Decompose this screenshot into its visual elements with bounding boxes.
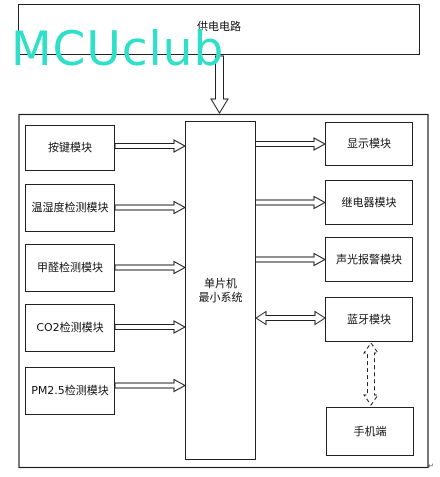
key-module: 按键模块 xyxy=(25,125,115,171)
arrow-pm25 xyxy=(114,378,187,393)
temp-humidity-module-label: 温湿度检测模块 xyxy=(31,201,109,215)
co2-module-label: CO2检测模块 xyxy=(36,321,104,335)
alarm-module-label: 声光报警模块 xyxy=(336,252,402,266)
phone-label: 手机端 xyxy=(353,424,387,438)
watermark-text: MCUclub xyxy=(11,22,225,77)
bluetooth-module-label: 蓝牙模块 xyxy=(347,312,391,326)
co2-module: CO2检测模块 xyxy=(25,304,115,352)
mcu-label-line2: 最小系统 xyxy=(198,290,243,304)
alarm-module: 声光报警模块 xyxy=(325,237,413,282)
arrow-bluetooth xyxy=(255,310,326,326)
return-mark: ↵ xyxy=(428,462,434,470)
formaldehyde-module: 甲醛检测模块 xyxy=(25,244,115,292)
relay-module: 继电器模块 xyxy=(325,180,413,225)
wireless-link xyxy=(363,342,379,406)
power-supply-box: 供电电路 xyxy=(18,4,420,55)
pm25-module-label: PM2.5检测模块 xyxy=(31,384,109,398)
arrow-hcho xyxy=(114,260,187,275)
arrow-key xyxy=(114,139,187,153)
arrow-relay xyxy=(254,195,327,210)
arrow-display xyxy=(254,137,327,151)
arrow-co2 xyxy=(114,320,187,334)
key-module-label: 按键模块 xyxy=(48,141,92,155)
formaldehyde-module-label: 甲醛检测模块 xyxy=(37,261,103,275)
output-arrows xyxy=(254,137,327,326)
relay-module-label: 继电器模块 xyxy=(341,195,397,209)
bluetooth-module: 蓝牙模块 xyxy=(325,297,413,342)
power-supply-label: 供电电路 xyxy=(197,19,241,33)
input-arrows xyxy=(114,139,187,393)
mcu-label-line1: 单片机 xyxy=(204,276,237,290)
mcu-box: 单片机 最小系统 xyxy=(185,121,256,460)
display-module-label: 显示模块 xyxy=(347,137,391,151)
system-frame xyxy=(18,113,429,469)
temp-humidity-module: 温湿度检测模块 xyxy=(25,184,115,232)
arrow-alarm xyxy=(254,252,327,267)
phone-box: 手机端 xyxy=(326,407,414,456)
pm25-module: PM2.5检测模块 xyxy=(25,367,115,415)
power-arrow xyxy=(210,55,229,114)
display-module: 显示模块 xyxy=(325,122,413,166)
arrow-temp xyxy=(114,200,187,215)
